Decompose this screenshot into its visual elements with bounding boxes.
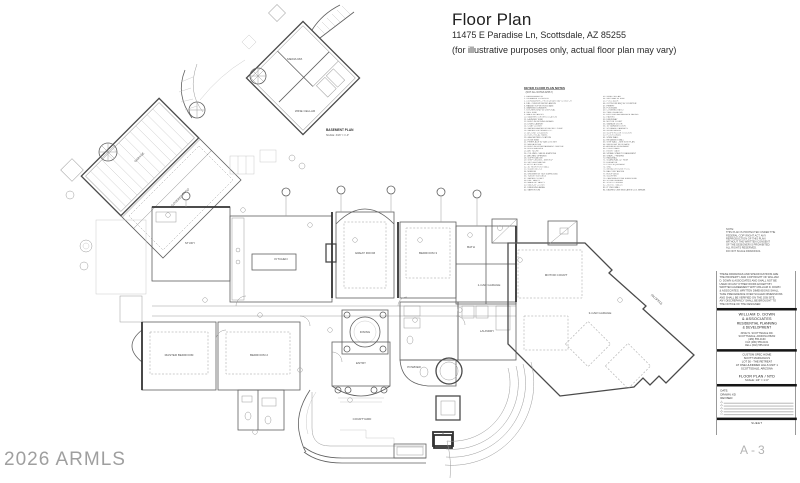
property-address: 11475 E Paradise Ln, Scottsdale, AZ 8525…: [452, 30, 626, 40]
room-label: POWDER: [407, 365, 421, 369]
basement-plan-scale: SCALE: 3/16" = 1'-0": [326, 134, 349, 137]
room-label: BATH: [467, 245, 475, 249]
revision-row: △: [720, 400, 794, 404]
date-label: DATE:: [720, 389, 729, 393]
room-label: 1-CAR GARAGE: [478, 283, 501, 287]
firm-name: WILLIAM D. DOWN: [738, 312, 776, 317]
room-label: LAUNDRY: [480, 329, 494, 333]
divider-bar: [717, 384, 797, 387]
room-label: COVERED PATIO: [170, 187, 190, 207]
firm-address: 34522 N. SCOTTSDALE RD. SCOTTSDALE, ARIZ…: [738, 332, 776, 347]
basement-plan: BASEMENT PLAN SCALE: 3/16" = 1'-0": [241, 4, 361, 137]
revision-row: △: [720, 409, 794, 413]
project-block: CUSTOM SPEC HOME SCOTT MARGOLIUS LOT 50 …: [717, 353, 797, 382]
revision-row: △: [720, 412, 794, 416]
room-label: KITCHEN: [274, 257, 287, 261]
room-label: BEDROOM 2: [250, 353, 268, 357]
note-bubbles: [165, 207, 623, 435]
revised-label: REVISED:: [720, 397, 734, 401]
room-label: (SLOPED): [650, 293, 663, 306]
sheet-number: A-3: [740, 443, 768, 457]
page-title: Floor Plan: [452, 10, 532, 29]
room-label: BEDROOM 3: [419, 251, 437, 255]
sheet-label: SHEET: [751, 421, 763, 425]
revision-triangle-icon: △: [720, 412, 723, 416]
right-wing: [491, 218, 695, 397]
revision-row: △: [720, 406, 794, 410]
sheet-scale: SCALE: 1/4" = 1'-0": [745, 378, 769, 382]
garage-wing: [60, 59, 246, 259]
basement-plan-label: BASEMENT PLAN: [326, 128, 354, 132]
room-label: MEDIA RM.: [287, 57, 303, 61]
courtyard: [297, 361, 535, 479]
notes-heading: KEYED FLOOR PLAN NOTES: [524, 87, 566, 90]
room-label: MASTER BEDROOM: [165, 353, 194, 357]
divider-bar: [717, 349, 797, 352]
room-label: STUDY: [185, 241, 195, 245]
grid-bubbles: [181, 185, 482, 226]
notes-subheading: (NOT ALL NOTES APPLY): [525, 91, 553, 94]
room-label: ENTRY: [356, 361, 366, 365]
armls-watermark: 2026 ARMLS: [4, 449, 126, 470]
room-label: MOTOR COURT: [545, 273, 568, 277]
keyed-notes-block: KEYED FLOOR PLAN NOTES (NOT ALL NOTES AP…: [524, 87, 676, 199]
sheet-title: FLOOR PLAN / NTD: [738, 374, 776, 379]
revision-triangle-icon: △: [720, 406, 723, 410]
drawn-label: DRAWN: KD: [720, 393, 736, 397]
disclaimer-text: (for illustrative purposes only, actual …: [452, 45, 677, 55]
revision-triangle-icon: △: [720, 403, 723, 407]
revision-triangle-icon: △: [720, 409, 723, 413]
room-label: COURTYARD: [353, 417, 373, 421]
revision-triangle-icon: △: [720, 400, 723, 404]
fields-block: DATE: DRAWN: KD REVISED: △ △ △ △ △: [717, 388, 797, 416]
firm-block: WILLIAM D. DOWN & ASSOCIATES RESIDENTIAL…: [717, 312, 797, 347]
room-label: WINE CELLAR: [295, 109, 316, 113]
room-label: DINING: [360, 330, 371, 334]
room-label: 3-CAR GARAGE: [589, 311, 612, 315]
revision-row: △: [720, 403, 794, 407]
main-house: [79, 149, 517, 447]
room-label: GREAT ROOM: [355, 251, 376, 255]
divider-bar: [717, 307, 797, 311]
divider-bar: [717, 417, 797, 421]
room-label: GARAGE: [133, 151, 145, 163]
